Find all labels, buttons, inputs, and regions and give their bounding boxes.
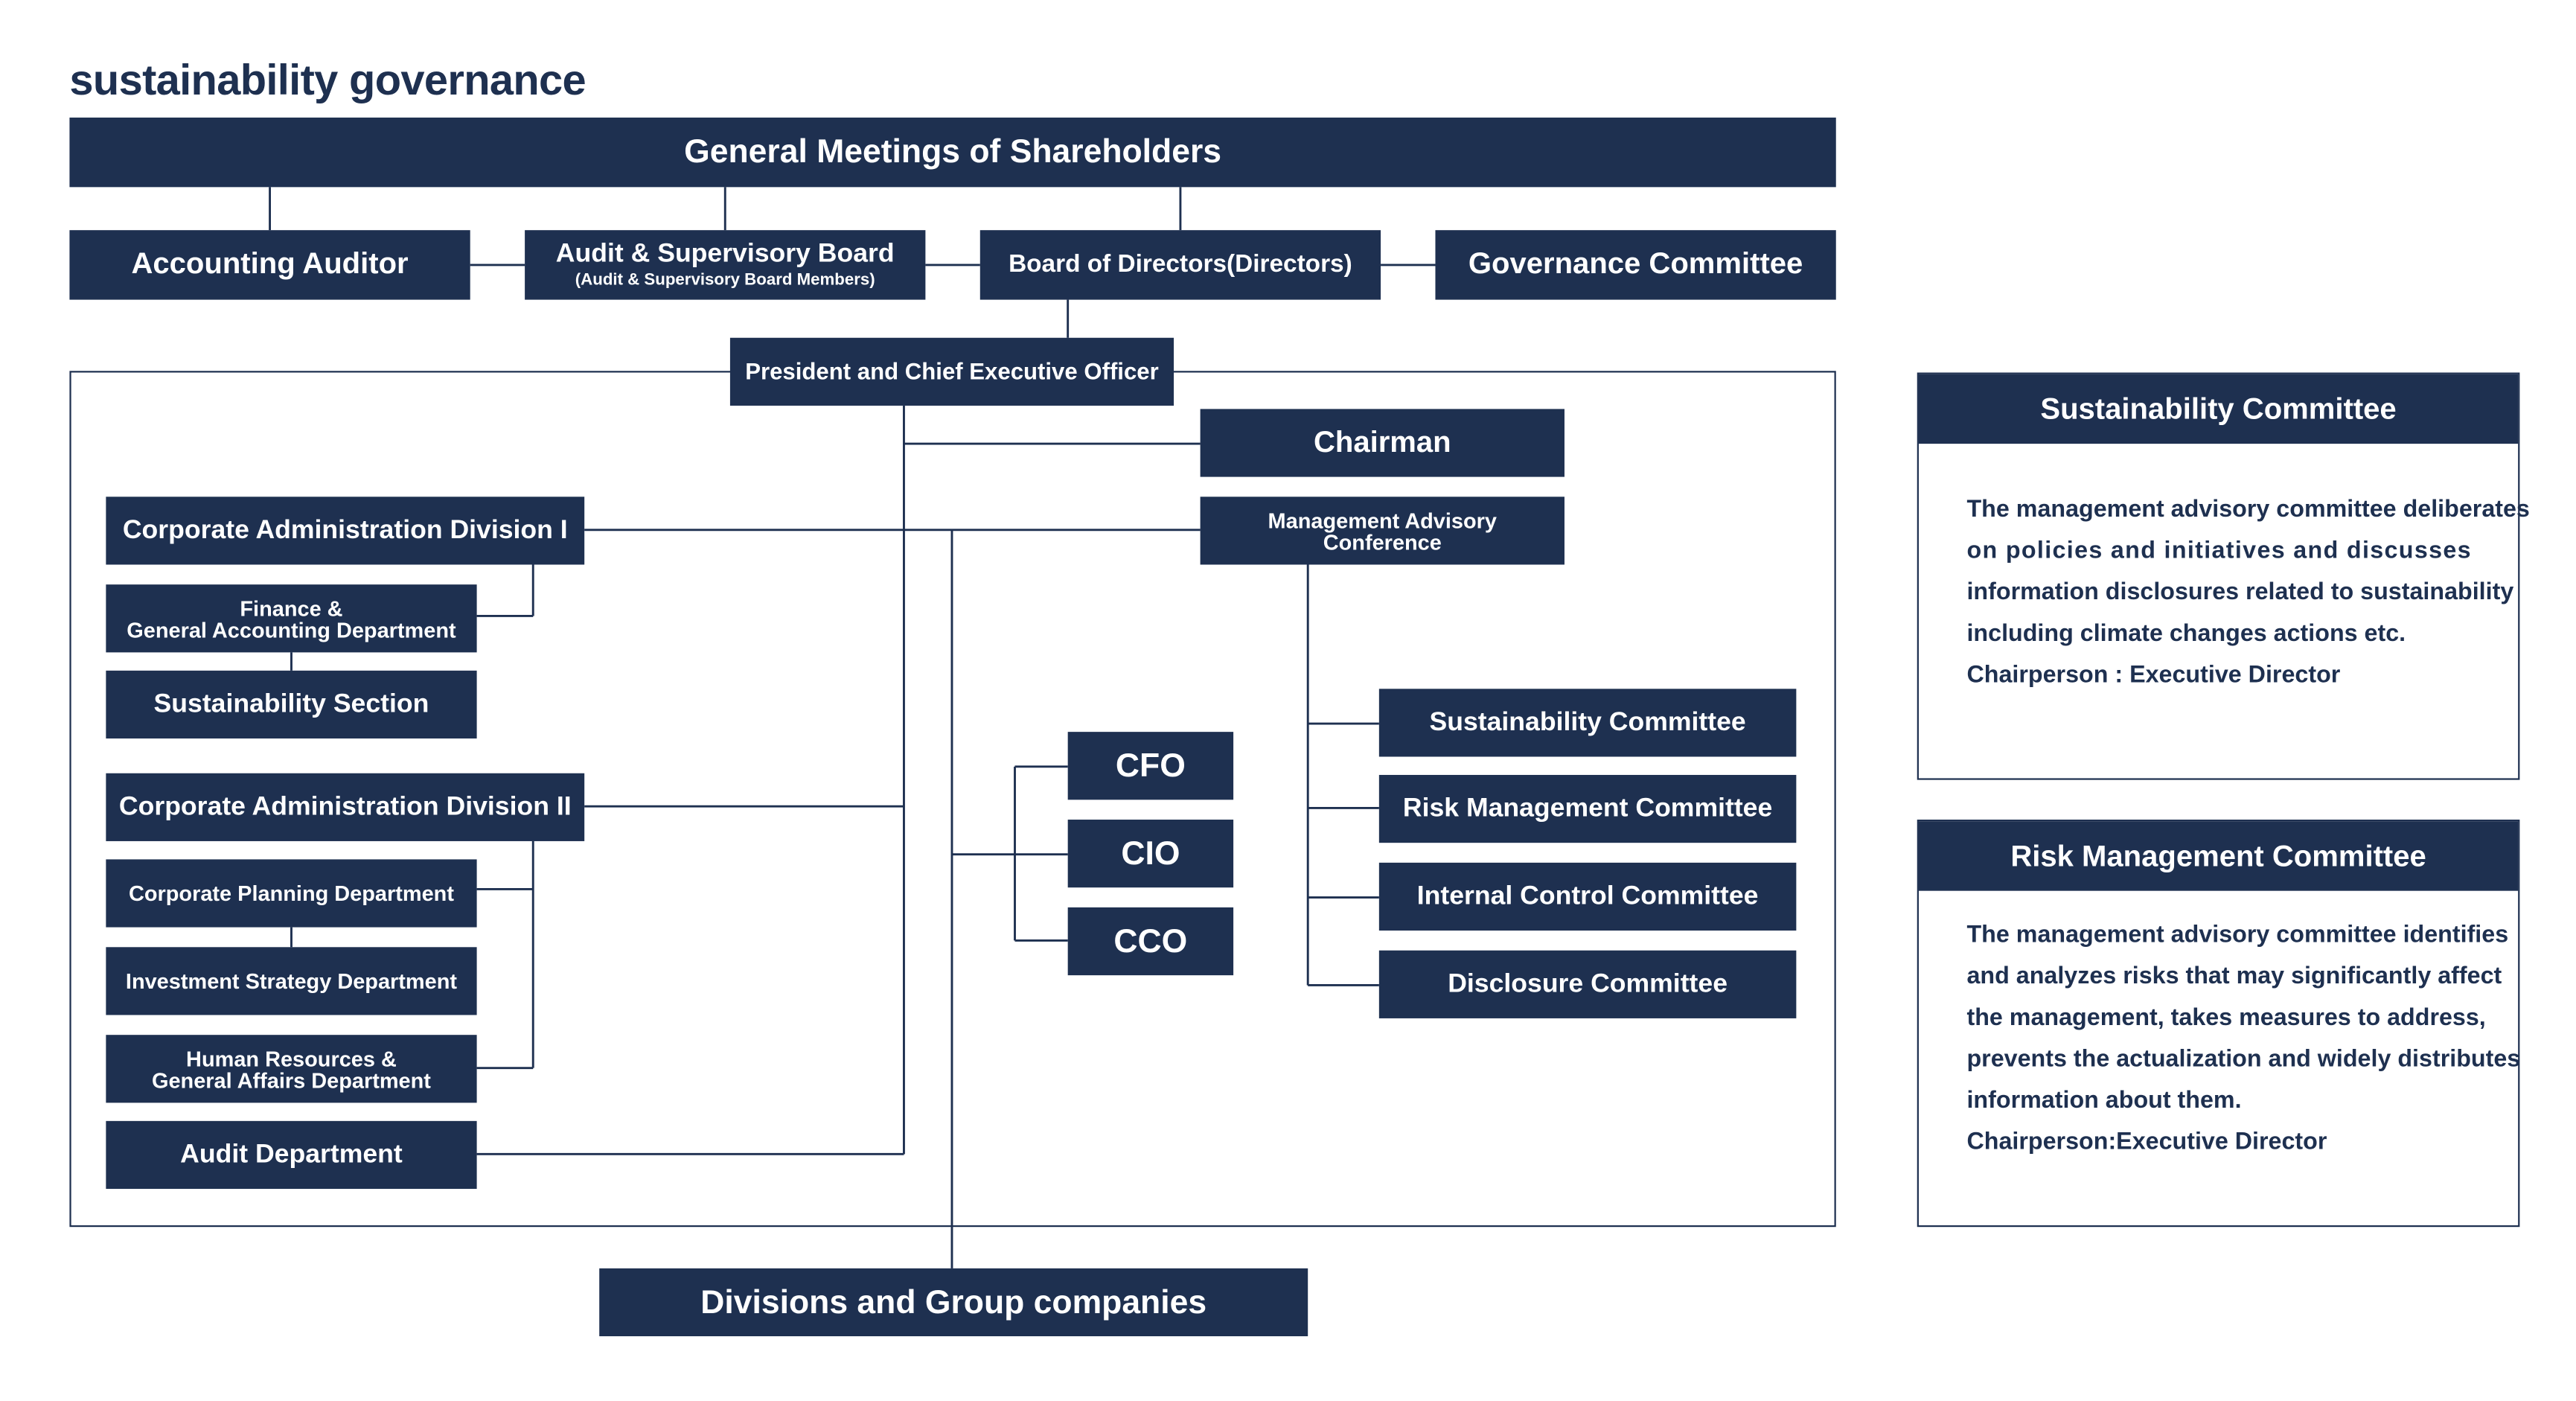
finance-dept-line1: Finance & [240,595,343,621]
hr-dept-line1: Human Resources & [186,1045,397,1071]
internal-control-committee-label: Internal Control Committee [1416,881,1759,910]
description-line: on policies and initiatives and discusse… [1966,537,2472,565]
risk-management-committee-label: Risk Management Committee [1402,794,1773,823]
description-line: The management advisory committee identi… [1966,922,2509,949]
description-line: information disclosures related to susta… [1966,579,2514,607]
page-title: sustainability governance [69,54,587,105]
president-ceo-label: President and Chief Executive Officer [745,357,1159,384]
risk-management-committee-description: The management advisory committee identi… [1966,916,2521,1164]
description-line: The management advisory committee delibe… [1966,497,2530,523]
description-line: Chairperson:Executive Director [1966,1129,2327,1156]
sustainability-section-label: Sustainability Section [153,689,429,718]
cio-box: CIO [1067,820,1234,888]
audit-department-label: Audit Department [180,1140,403,1169]
corporate-planning-department-label: Corporate Planning Department [128,881,454,906]
risk-management-committee-panel-title: Risk Management Committee [1918,821,2519,891]
cfo-box: CFO [1067,732,1234,800]
description-line: including climate changes actions etc. [1966,621,2406,648]
description-line: prevents the actualization and widely di… [1966,1046,2521,1073]
board-of-directors-box: Board of Directors(Directors) [979,230,1381,300]
corporate-administration-division-1-box: Corporate Administration Division I [106,497,585,565]
description-line: and analyzes risks that may significantl… [1966,963,2502,991]
cio-label: CIO [1121,835,1180,872]
cco-box: CCO [1067,907,1234,976]
sustainability-committee-box: Sustainability Committee [1378,689,1797,757]
disclosure-committee-box: Disclosure Committee [1378,950,1797,1018]
shareholders-box: General Meetings of Shareholders [69,117,1836,188]
management-advisory-conference-label: Management Advisory Conference [1268,507,1498,555]
hr-dept-line2: General Affairs Department [151,1067,431,1092]
chairman-box: Chairman [1200,409,1565,477]
divisions-group-companies-label: Divisions and Group companies [700,1283,1207,1321]
audit-board-members-label: (Audit & Supervisory Board Members) [575,271,875,290]
management-advisory-conference-box: Management Advisory Conference [1200,497,1565,565]
investment-strategy-department-box: Investment Strategy Department [106,947,477,1015]
internal-control-committee-box: Internal Control Committee [1378,862,1797,931]
disclosure-committee-label: Disclosure Committee [1448,969,1728,998]
audit-supervisory-board-box: Audit & Supervisory Board (Audit & Super… [525,230,926,300]
corporate-administration-division-1-label: Corporate Administration Division I [122,516,568,545]
cco-label: CCO [1113,923,1188,960]
corporate-planning-department-box: Corporate Planning Department [106,859,477,928]
risk-management-committee-box: Risk Management Committee [1378,774,1797,843]
cfo-label: CFO [1115,747,1186,785]
finance-dept-line2: General Accounting Department [127,616,456,642]
governance-committee-label: Governance Committee [1468,246,1803,281]
accounting-auditor-box: Accounting Auditor [69,230,470,300]
investment-strategy-department-label: Investment Strategy Department [125,968,458,994]
sustainability-section-box: Sustainability Section [106,670,477,739]
sustainability-committee-label: Sustainability Committee [1429,708,1746,737]
accounting-auditor-label: Accounting Auditor [131,246,409,281]
corporate-administration-division-2-label: Corporate Administration Division II [118,792,572,821]
risk-management-committee-panel: Risk Management Committee The management… [1917,820,2521,1228]
description-line: information about them. [1966,1088,2242,1114]
description-line: Chairperson : Executive Director [1966,662,2341,689]
audit-department-box: Audit Department [106,1120,477,1190]
sustainability-committee-panel-title: Sustainability Committee [1918,374,2519,444]
finance-accounting-department-box: Finance & General Accounting Department [106,584,477,653]
chairman-label: Chairman [1313,424,1451,459]
hr-general-affairs-department-box: Human Resources & General Affairs Depart… [106,1035,477,1103]
divisions-group-companies-box: Divisions and Group companies [599,1268,1308,1337]
corporate-administration-division-2-box: Corporate Administration Division II [106,773,585,841]
shareholders-label: General Meetings of Shareholders [684,134,1222,171]
governance-committee-box: Governance Committee [1435,230,1836,300]
sustainability-committee-description: The management advisory committee delibe… [1966,490,2530,697]
sustainability-committee-panel: Sustainability Committee The management … [1917,372,2530,780]
description-line: the management, takes measures to addres… [1966,1005,2486,1032]
president-ceo-box: President and Chief Executive Officer [729,337,1174,406]
audit-board-label: Audit & Supervisory Board [555,240,895,269]
board-of-directors-label: Board of Directors(Directors) [1009,249,1352,278]
